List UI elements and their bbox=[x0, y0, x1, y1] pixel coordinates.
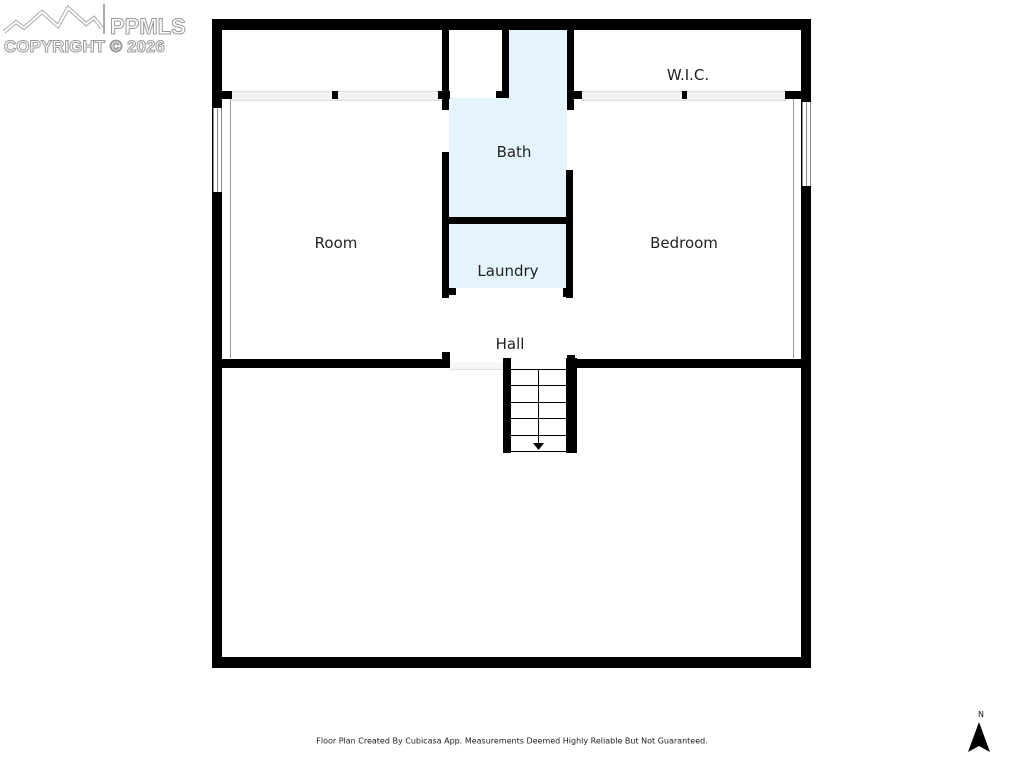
room-bottom-wall-stub bbox=[442, 352, 450, 360]
wic-wall-left-stub bbox=[571, 91, 582, 99]
room-left-inner-line bbox=[230, 99, 231, 358]
room-bottom-wall bbox=[222, 359, 450, 368]
bedroom-right-inner-line bbox=[793, 99, 794, 358]
bath-fill-lower bbox=[449, 98, 567, 218]
watermark-brand: PPMLS bbox=[110, 14, 187, 40]
room-label-bedroom: Bedroom bbox=[650, 234, 718, 252]
outer-wall-top bbox=[212, 19, 811, 30]
outer-wall-left bbox=[212, 19, 222, 668]
window-left bbox=[213, 108, 222, 192]
laundry-right-stub bbox=[563, 288, 573, 297]
bath-right-wall-upper bbox=[567, 30, 574, 110]
room-label-hall: Hall bbox=[495, 335, 525, 353]
room-label-laundry: Laundry bbox=[477, 262, 539, 280]
bath-left-wall-upper bbox=[502, 30, 509, 98]
watermark-logo: PPMLS COPYRIGHT © 2026 bbox=[2, 2, 207, 57]
stair-wall-right bbox=[566, 358, 577, 453]
hall-bottom-opening bbox=[450, 362, 504, 370]
outer-wall-bottom bbox=[212, 657, 811, 668]
bath-left-wall-lower bbox=[442, 152, 449, 298]
stair-wall-left bbox=[503, 358, 511, 453]
wic-wall-right-stub bbox=[785, 91, 803, 99]
bath-right-wall-lower bbox=[566, 170, 573, 298]
closet-wall-left-stub bbox=[222, 91, 232, 99]
watermark-copyright: COPYRIGHT © 2026 bbox=[4, 37, 166, 57]
wic-wall-mid-stub bbox=[682, 91, 687, 99]
bedroom-bottom-wall bbox=[567, 359, 802, 368]
room-label-room: Room bbox=[314, 234, 358, 252]
laundry-fill bbox=[449, 224, 567, 288]
stairs-centerline bbox=[538, 369, 539, 445]
bath-left-wall-stub bbox=[496, 91, 509, 98]
room-label-wic: W.I.C. bbox=[666, 66, 710, 84]
mountain-logo-icon bbox=[2, 4, 105, 34]
north-arrow-icon bbox=[968, 722, 990, 752]
compass-label: N bbox=[978, 710, 984, 719]
bath-laundry-divider bbox=[449, 217, 567, 224]
outer-wall-right bbox=[801, 19, 811, 668]
room-label-bath: Bath bbox=[496, 143, 532, 161]
closet-divider-wall bbox=[442, 30, 449, 110]
footer-disclaimer: Floor Plan Created By Cubicasa App. Meas… bbox=[316, 736, 708, 746]
window-right bbox=[802, 102, 811, 186]
stairs-down-arrow-icon bbox=[533, 443, 544, 450]
stair-tread bbox=[511, 451, 566, 452]
laundry-left-stub bbox=[442, 288, 456, 295]
closet-wall-mid-stub bbox=[332, 91, 338, 99]
